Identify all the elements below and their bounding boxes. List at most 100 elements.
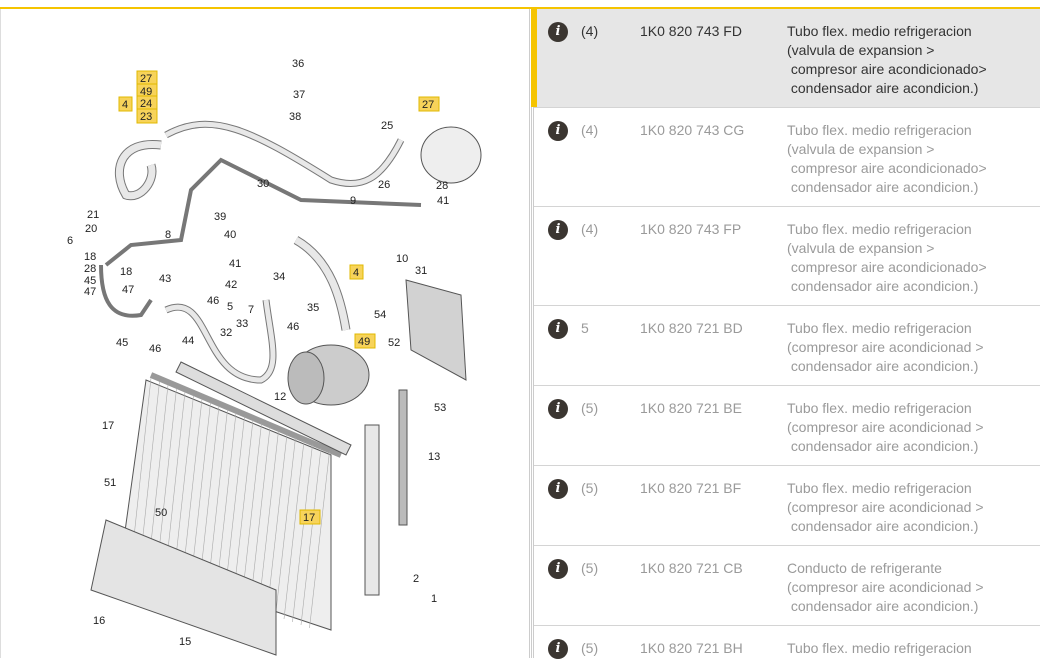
callout-23[interactable]: 23 — [140, 111, 152, 123]
callout-46[interactable]: 46 — [149, 343, 161, 355]
callout-25[interactable]: 25 — [381, 120, 393, 132]
callout-24[interactable]: 24 — [140, 98, 152, 110]
accent-line — [0, 7, 1040, 9]
callout-20[interactable]: 20 — [85, 223, 97, 235]
highlight-box — [299, 509, 321, 525]
callout-42[interactable]: 42 — [225, 279, 237, 291]
callout-53[interactable]: 53 — [434, 402, 446, 414]
callout-21[interactable]: 21 — [87, 209, 99, 221]
callout-47[interactable]: 47 — [84, 286, 96, 298]
part-quantity: (4) — [581, 221, 599, 237]
condenser-fin — [266, 433, 288, 614]
callout-7[interactable]: 7 — [248, 304, 254, 316]
callout-9[interactable]: 9 — [350, 195, 356, 207]
callout-40[interactable]: 40 — [224, 229, 236, 241]
callout-50[interactable]: 50 — [155, 507, 167, 519]
condenser-fins — [130, 377, 330, 629]
callout-17[interactable]: 17 — [303, 512, 315, 524]
condenser-fin — [190, 402, 211, 587]
callout-5[interactable]: 5 — [227, 301, 233, 313]
callout-41[interactable]: 41 — [229, 258, 241, 270]
callout-33[interactable]: 33 — [236, 318, 248, 330]
callout-35[interactable]: 35 — [307, 302, 319, 314]
callout-26[interactable]: 26 — [378, 179, 390, 191]
callout-18[interactable]: 18 — [84, 251, 96, 263]
callout-2[interactable]: 2 — [413, 573, 419, 585]
callout-27[interactable]: 27 — [140, 73, 152, 85]
info-icon[interactable]: i — [548, 319, 568, 339]
part-description: Tubo flex. medio refrigeracion — [787, 640, 972, 656]
expansion-valve-housing — [420, 126, 482, 184]
callout-41[interactable]: 41 — [437, 195, 449, 207]
compressor-pulley — [287, 351, 325, 405]
info-icon[interactable]: i — [548, 559, 568, 579]
callout-49[interactable]: 49 — [358, 336, 370, 348]
callout-36[interactable]: 36 — [292, 58, 304, 70]
part-quantity: (5) — [581, 480, 599, 496]
callout-15[interactable]: 15 — [179, 636, 191, 648]
part-description: Tubo flex. medio refrigeracion (compreso… — [787, 400, 984, 454]
callout-17[interactable]: 17 — [102, 420, 114, 432]
callout-27[interactable]: 27 — [422, 99, 434, 111]
callout-47[interactable]: 47 — [122, 284, 134, 296]
highlight-box — [136, 108, 158, 124]
callout-54[interactable]: 54 — [374, 309, 386, 321]
callout-44[interactable]: 44 — [182, 335, 194, 347]
callout-34[interactable]: 34 — [273, 271, 285, 283]
condenser-fin — [309, 451, 330, 629]
callout-28[interactable]: 28 — [436, 180, 448, 192]
info-icon[interactable]: i — [548, 639, 568, 659]
callout-18[interactable]: 18 — [120, 266, 132, 278]
highlight-box — [118, 96, 133, 112]
info-icon[interactable]: i — [548, 220, 568, 240]
condenser-fin — [224, 416, 245, 599]
callout-12[interactable]: 12 — [274, 391, 286, 403]
condenser-fin — [198, 405, 220, 590]
callout-45[interactable]: 45 — [84, 275, 96, 287]
callout-38[interactable]: 38 — [289, 111, 301, 123]
callout-13[interactable]: 13 — [428, 451, 440, 463]
callout-6[interactable]: 6 — [67, 235, 73, 247]
callout-31[interactable]: 31 — [415, 265, 427, 277]
callout-46[interactable]: 46 — [207, 295, 219, 307]
callout-30[interactable]: 30 — [257, 178, 269, 190]
condenser-fin — [283, 440, 305, 620]
part-description: Tubo flex. medio refrigeracion (compreso… — [787, 320, 984, 374]
callout-43[interactable]: 43 — [159, 273, 171, 285]
callout-10[interactable]: 10 — [396, 253, 408, 265]
part-number: 1K0 820 743 CG — [640, 122, 745, 138]
condenser-top-rail — [149, 372, 343, 458]
callout-46[interactable]: 46 — [287, 321, 299, 333]
dryer-cartridge — [364, 424, 380, 596]
callout-39[interactable]: 39 — [214, 211, 226, 223]
callout-51[interactable]: 51 — [104, 477, 116, 489]
callout-37[interactable]: 37 — [293, 89, 305, 101]
callout-1[interactable]: 1 — [431, 593, 437, 605]
callout-52[interactable]: 52 — [388, 337, 400, 349]
part-description: Tubo flex. medio refrigeracion (compreso… — [787, 480, 984, 534]
callout-8[interactable]: 8 — [165, 229, 171, 241]
callout-4[interactable]: 4 — [353, 267, 359, 279]
callout-16[interactable]: 16 — [93, 615, 105, 627]
callout-32[interactable]: 32 — [220, 327, 232, 339]
info-icon[interactable]: i — [548, 479, 568, 499]
callout-49[interactable]: 49 — [140, 86, 152, 98]
callout-4[interactable]: 4 — [122, 99, 128, 111]
info-icon[interactable]: i — [548, 121, 568, 141]
part-number: 1K0 820 721 BE — [640, 400, 742, 416]
condenser-fin — [232, 419, 254, 602]
info-icon[interactable]: i — [548, 22, 568, 42]
info-icon[interactable]: i — [548, 399, 568, 419]
callout-28[interactable]: 28 — [84, 263, 96, 275]
callout-45[interactable]: 45 — [116, 337, 128, 349]
